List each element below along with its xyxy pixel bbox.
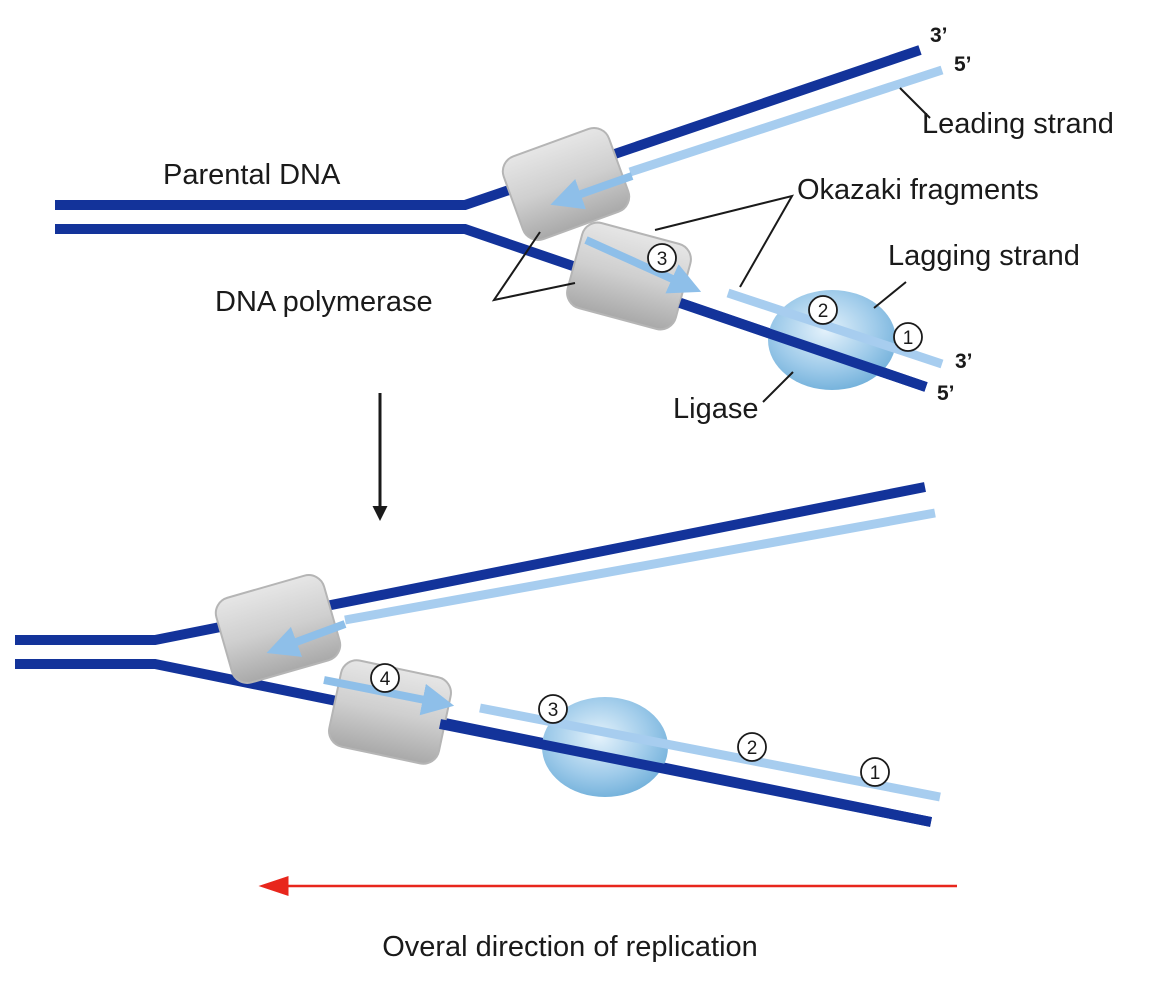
direction-label: Overal direction of replication xyxy=(382,931,758,963)
top-number-1: 1 xyxy=(893,322,923,352)
lagging-3-end: 3’ xyxy=(955,350,973,373)
svg-text:4: 4 xyxy=(380,669,391,690)
leading-5-end: 5’ xyxy=(954,53,972,76)
top-lagging-fragment xyxy=(726,288,944,369)
ligase-leader xyxy=(762,371,794,403)
bottom-leading-strand xyxy=(344,508,936,625)
lagging-strand-label: Lagging strand xyxy=(888,240,1080,272)
top-leading-arrow xyxy=(550,172,634,210)
top-panel: 3 2 1 Parental DNA Leading strand Okazak… xyxy=(55,24,1114,425)
bottom-leading-arrow xyxy=(266,620,347,657)
bottom-number-3: 3 xyxy=(538,694,568,724)
bottom-number-1: 1 xyxy=(860,757,890,787)
top-leading-strand xyxy=(628,65,944,177)
top-parent-strand-upper xyxy=(55,45,922,210)
bottom-parent-strand-lower-front xyxy=(439,719,932,827)
svg-text:2: 2 xyxy=(747,738,758,759)
top-parent-3-end: 3’ xyxy=(930,24,948,47)
top-number-3: 3 xyxy=(647,243,677,273)
dna-polymerase-label: DNA polymerase xyxy=(215,286,433,318)
svg-text:1: 1 xyxy=(870,763,881,784)
parental-dna-label: Parental DNA xyxy=(163,159,341,191)
svg-text:1: 1 xyxy=(903,328,914,349)
bottom-number-4: 4 xyxy=(370,663,400,693)
svg-text:3: 3 xyxy=(657,249,668,270)
leading-strand-leader xyxy=(899,87,931,119)
top-number-2: 2 xyxy=(808,295,838,325)
top-parent-strand-lower-front xyxy=(678,298,928,392)
svg-text:2: 2 xyxy=(818,301,829,322)
okazaki-leader xyxy=(654,194,795,288)
bottom-number-2: 2 xyxy=(737,732,767,762)
polymerase-leader xyxy=(491,231,576,302)
bottom-parent-5-end: 5’ xyxy=(937,382,955,405)
ligase-label: Ligase xyxy=(673,393,758,425)
lagging-strand-leader xyxy=(873,281,907,309)
bottom-panel: 4 3 2 1 xyxy=(15,482,941,827)
top-fragment-3-arrow xyxy=(584,236,702,294)
bottom-parent-strand-upper xyxy=(15,482,926,645)
svg-text:3: 3 xyxy=(548,700,559,721)
leading-strand-label: Leading strand xyxy=(922,108,1114,140)
okazaki-fragments-label: Okazaki fragments xyxy=(797,174,1039,206)
